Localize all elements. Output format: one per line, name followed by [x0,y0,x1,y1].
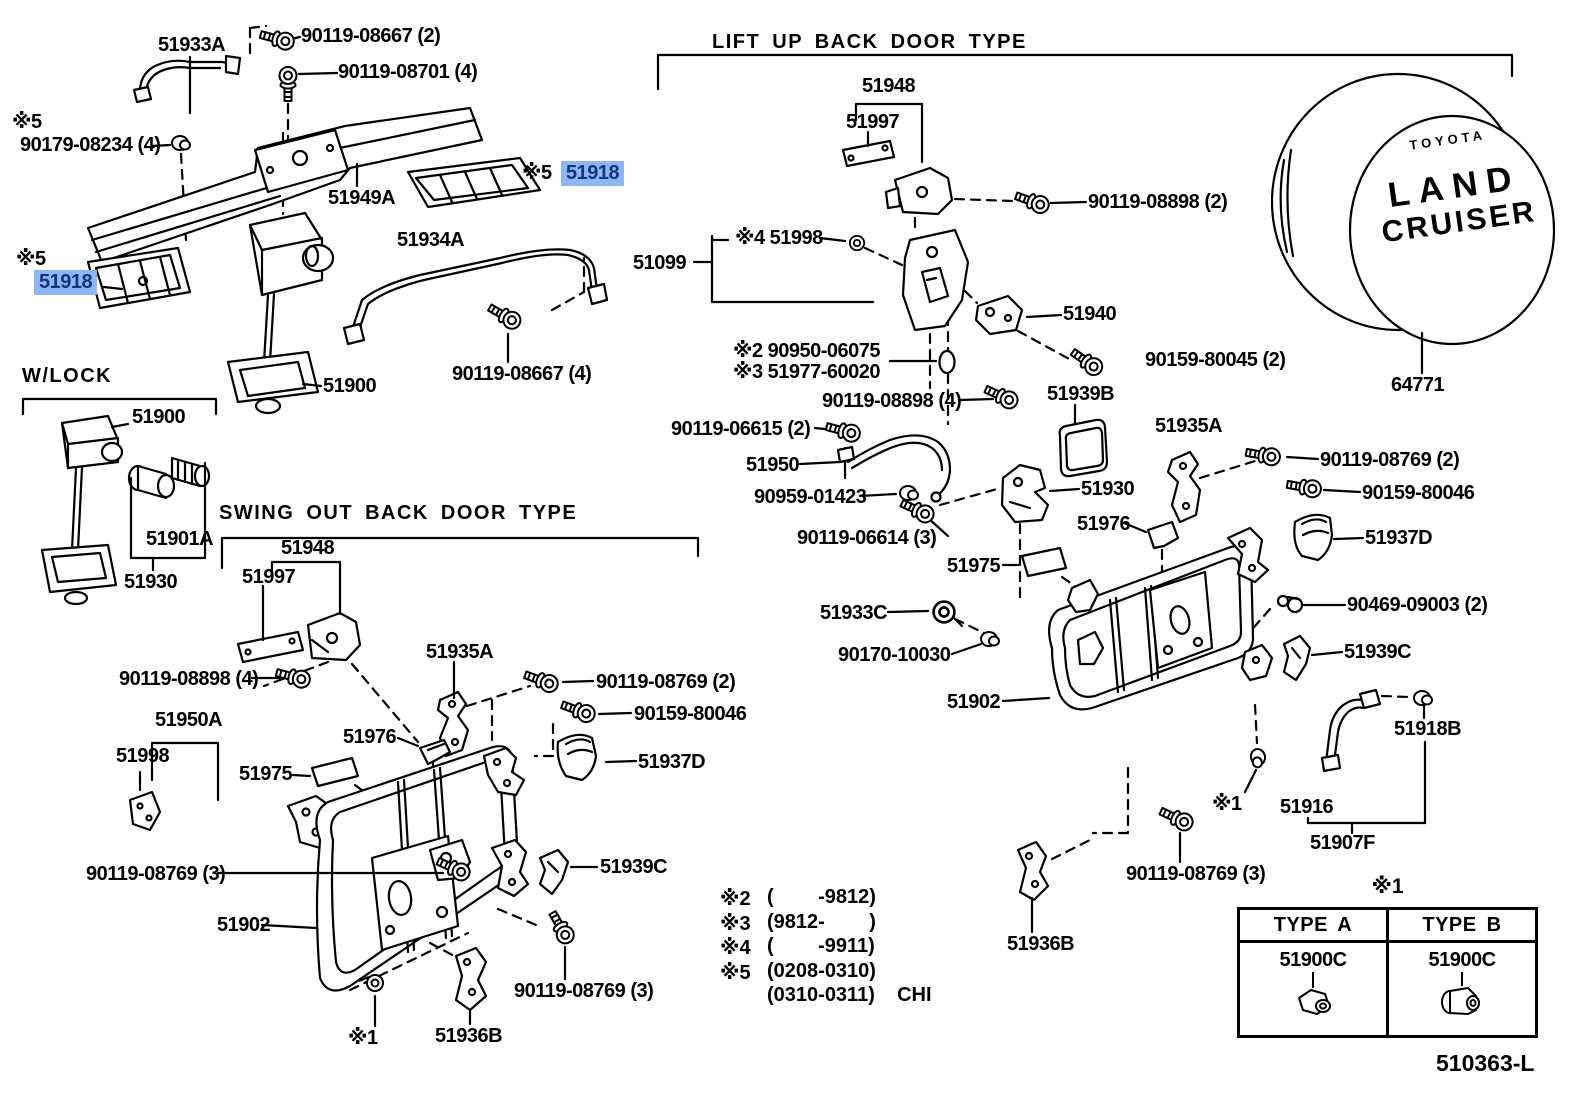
figure-code: 510363-L [1436,1050,1535,1076]
part-number-label: 51975 [239,763,293,785]
section-title: LIFT UP BACK DOOR TYPE [712,31,1027,53]
part-number-label: 51948 [281,537,335,559]
part-number-label: 90119-08667 (2) [301,25,441,47]
footnote-mark: ※4 [720,937,751,959]
part-number-label: 90119-08769 (3) [86,863,226,885]
part-number-label: 51900 [323,375,377,397]
part-number-label: 51935A [426,641,494,663]
date-range: (9812- ) [767,910,876,933]
part-number-label: 51936B [1007,933,1075,955]
part-number-label: ※3 51977-60020 [733,361,881,383]
part-number-label: 51918B [1394,718,1462,740]
part-number-label: 51937D [1365,527,1433,549]
date-range: (0208-0310) [767,959,876,982]
part-number-label: ※4 51998 [735,227,823,249]
type-b-header: TYPE B [1386,910,1535,940]
type-table: TYPE A TYPE B 51900C 51900C [1237,907,1538,1038]
part-number-label: 51939C [600,856,668,878]
part-number-label: 90119-08898 (4) [119,668,259,690]
part-number-label: 51902 [217,914,271,936]
part-number-label: 51976 [343,726,397,748]
type-b-nut-icon [1441,972,1480,1016]
part-number-label: 51975 [947,555,1001,577]
part-number-label: ※5 [522,162,552,184]
part-number-label: 51935A [1155,415,1223,437]
part-number-label: 90159-80046 [634,703,747,725]
type-a-header: TYPE A [1273,913,1353,936]
part-number-label: 90119-08898 (2) [1088,191,1228,213]
type-table-footnote-mark: ※1 [1371,875,1404,898]
part-number-label: 51998 [116,745,170,767]
part-number-label: 90179-08234 (4) [20,134,161,156]
part-number-label: 51997 [846,111,900,133]
part-number-label: 51976 [1077,513,1131,535]
type-b-cell: 51900C [1386,943,1535,1038]
part-number-label: 64771 [1391,374,1445,396]
footnote-mark: ※2 [720,888,751,910]
part-number-label: 90119-06614 (3) [797,527,937,549]
part-number-label: ※5 [16,248,46,270]
part-number-label: 51950A [155,709,223,731]
part-number-label: 51939B [1047,383,1115,405]
part-number-label: ※1 [1212,793,1242,815]
section-title: SWING OUT BACK DOOR TYPE [219,502,578,524]
date-range: ( -9911) [767,935,875,957]
part-number-label: 51907F [1310,832,1375,854]
part-number-label: 51930 [124,571,178,593]
part-number-label: 51900 [132,406,186,428]
footnote-mark: ※3 [720,912,751,935]
date-range: ( -9812) [767,886,876,908]
part-number-label: 51934A [397,229,465,251]
part-number-label: 90159-80046 [1362,482,1475,504]
part-number-label: 90119-08769 (2) [596,671,736,693]
part-number-label: 90469-09003 (2) [1347,594,1488,616]
type-a-part-number: 51900C [1279,949,1347,971]
part-number-label: 51099 [633,252,687,274]
type-b-part-number: 51900C [1428,949,1496,971]
date-range: (0310-0311) CHI [767,984,932,1006]
part-number-label: 51939C [1344,641,1412,663]
part-number-label: 90959-01423 [754,486,867,508]
section-title: W/LOCK [22,365,113,387]
part-number-label: 90119-08769 (3) [1126,863,1266,885]
part-number-label: ※5 [12,111,42,133]
part-number-label: 51937D [638,751,706,773]
part-number-label: 51936B [435,1025,503,1047]
part-number-label: 51933A [158,34,226,56]
part-number-label: ※1 [348,1027,378,1049]
type-a-nut-icon [1297,972,1331,1016]
part-number-label: 90119-06615 (2) [671,418,811,440]
part-number-label: 90119-08769 (3) [514,980,654,1002]
part-number-label: 90119-08769 (2) [1320,449,1460,471]
part-number-label: 90119-08701 (4) [338,61,478,83]
part-number-label: 51901A [146,528,214,550]
part-number-label: 51916 [1280,796,1334,818]
part-number-label: 90170-10030 [838,644,951,666]
part-number-label: 51933C [820,602,888,624]
part-number-label: 51997 [242,566,296,588]
part-number-label: 90119-08898 (4) [822,390,962,412]
part-number-label: 51950 [746,454,800,476]
highlighted-part-number[interactable]: 51918 [34,270,98,295]
part-number-label: 90159-80045 (2) [1145,349,1286,371]
part-number-label: 51940 [1063,303,1117,325]
part-number-label: 90119-08667 (4) [452,363,592,385]
part-number-label: ※2 90950-06075 [733,340,881,362]
type-a-cell: 51900C [1240,943,1386,1038]
highlighted-part-number[interactable]: 51918 [561,161,625,186]
part-number-label: 51949A [328,187,396,209]
part-number-label: 51948 [862,75,916,97]
footnote-mark: ※5 [720,961,751,984]
part-number-label: 51930 [1081,478,1135,500]
part-number-label: 51902 [947,691,1001,713]
